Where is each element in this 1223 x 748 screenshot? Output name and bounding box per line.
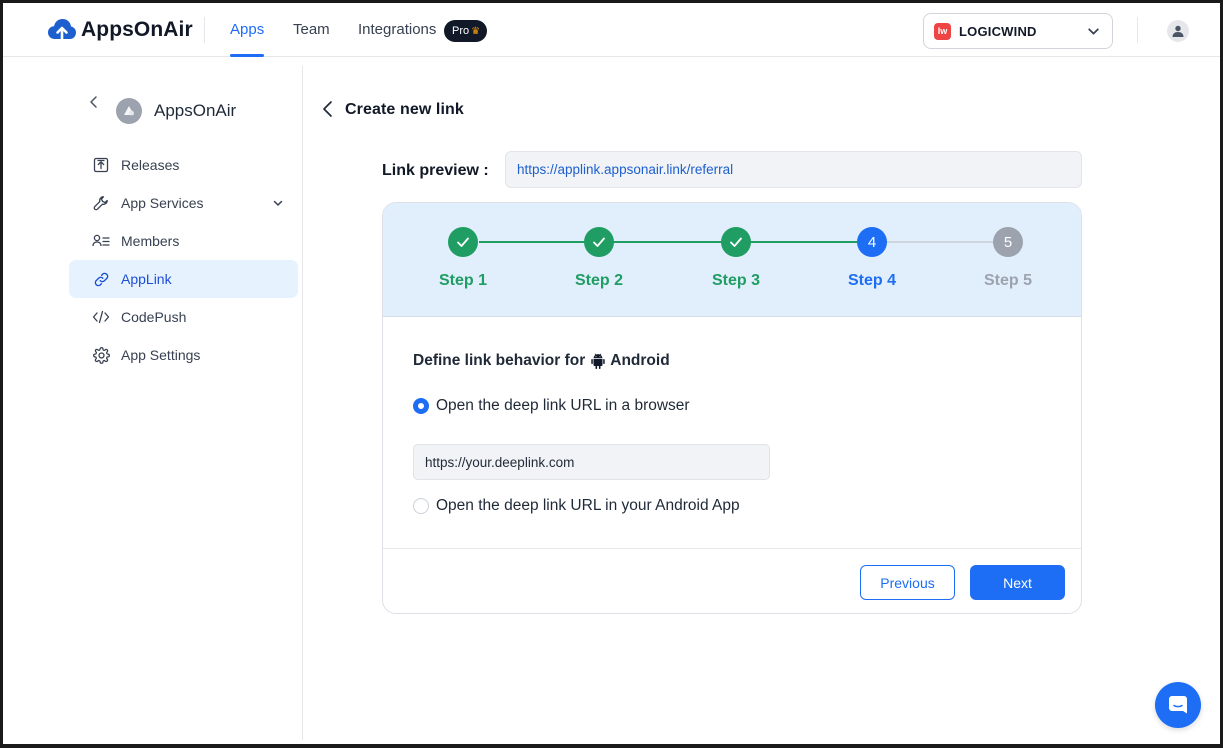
chat-support-button[interactable] bbox=[1155, 682, 1201, 728]
radio-android-app[interactable] bbox=[413, 498, 429, 514]
org-name: LOGICWIND bbox=[959, 23, 1037, 39]
divider bbox=[204, 17, 205, 43]
chevron-down-icon bbox=[273, 200, 283, 206]
check-icon bbox=[457, 237, 469, 247]
option-browser-label: Open the deep link URL in a browser bbox=[436, 397, 690, 414]
step-4-indicator: 4 bbox=[857, 227, 887, 257]
previous-button[interactable]: Previous bbox=[860, 565, 955, 600]
step-1-indicator bbox=[448, 227, 478, 257]
code-icon bbox=[92, 308, 110, 326]
step-2-indicator bbox=[584, 227, 614, 257]
sidebar-item-label: App Services bbox=[121, 195, 204, 211]
check-icon bbox=[730, 237, 742, 247]
sidebar-back-button[interactable] bbox=[88, 95, 100, 109]
app-logo-icon bbox=[124, 106, 134, 116]
option-app-label: Open the deep link URL in your Android A… bbox=[436, 497, 740, 514]
sidebar-item-label: Members bbox=[121, 233, 180, 249]
sidebar-app-name: AppsOnAir bbox=[154, 101, 237, 120]
android-icon bbox=[591, 353, 605, 369]
sidebar-item-members[interactable]: Members bbox=[69, 222, 298, 260]
sidebar-divider bbox=[302, 66, 303, 740]
step-2-label: Step 2 bbox=[574, 272, 623, 289]
org-logo: lw bbox=[934, 22, 951, 40]
sidebar-item-releases[interactable]: Releases bbox=[69, 146, 298, 184]
step-5-indicator: 5 bbox=[993, 227, 1023, 257]
next-button[interactable]: Next bbox=[970, 565, 1065, 600]
link-icon bbox=[92, 270, 110, 288]
nav-active-indicator bbox=[230, 54, 264, 57]
app-avatar bbox=[116, 98, 142, 124]
chat-icon bbox=[1169, 696, 1187, 714]
stepper-remaining-line bbox=[887, 241, 1007, 243]
nav-team[interactable]: Team bbox=[293, 21, 330, 38]
step-1-label: Step 1 bbox=[438, 272, 487, 289]
sidebar-item-label: CodePush bbox=[121, 309, 187, 325]
nav-apps[interactable]: Apps bbox=[230, 21, 265, 38]
divider bbox=[1137, 17, 1138, 43]
chevron-down-icon bbox=[1088, 28, 1099, 35]
sidebar-item-label: AppLink bbox=[121, 271, 172, 287]
wrench-icon bbox=[92, 194, 110, 212]
step-3-indicator bbox=[721, 227, 751, 257]
step-4-label: Step 4 bbox=[847, 272, 896, 289]
org-selector[interactable]: lw LOGICWIND bbox=[923, 13, 1113, 49]
platform-name: Android bbox=[610, 352, 670, 369]
chevron-left-icon bbox=[90, 96, 97, 108]
create-link-card: Step 1 Step 2 Step 3 4 Step 4 5 Step 5 D… bbox=[382, 202, 1082, 614]
upload-box-icon bbox=[92, 156, 110, 174]
pro-badge: Pro ♛ bbox=[444, 20, 488, 42]
sidebar-item-label: Releases bbox=[121, 157, 180, 173]
behavior-heading: Define link behavior for Android bbox=[413, 352, 670, 370]
members-icon bbox=[92, 232, 110, 250]
stepper-progress-line bbox=[479, 241, 887, 243]
step-3-label: Step 3 bbox=[711, 272, 760, 289]
sidebar-item-app-services[interactable]: App Services bbox=[69, 184, 298, 222]
sidebar-item-app-settings[interactable]: App Settings bbox=[69, 336, 298, 374]
radio-browser[interactable] bbox=[413, 398, 429, 414]
behavior-heading-text: Define link behavior for bbox=[413, 352, 586, 369]
sidebar-item-applink[interactable]: AppLink bbox=[69, 260, 298, 298]
chevron-left-icon bbox=[323, 101, 332, 117]
option-open-in-app[interactable]: Open the deep link URL in your Android A… bbox=[413, 497, 740, 515]
brand-logo[interactable]: AppsOnAir bbox=[47, 17, 193, 43]
page-title: Create new link bbox=[345, 101, 464, 118]
top-navbar: AppsOnAir Apps Team Integrations Pro ♛ l… bbox=[3, 3, 1220, 57]
cloud-upload-logo-icon bbox=[48, 19, 76, 43]
stepper: Step 1 Step 2 Step 3 4 Step 4 5 Step 5 bbox=[383, 203, 1081, 317]
gear-icon bbox=[92, 346, 110, 364]
option-open-in-browser[interactable]: Open the deep link URL in a browser bbox=[413, 397, 690, 415]
sidebar-item-label: App Settings bbox=[121, 347, 201, 363]
pro-badge-label: Pro bbox=[452, 25, 470, 37]
sidebar-item-codepush[interactable]: CodePush bbox=[69, 298, 298, 336]
page-back-button[interactable] bbox=[321, 99, 335, 124]
divider bbox=[383, 548, 1081, 549]
user-icon bbox=[1172, 25, 1184, 37]
crown-icon: ♛ bbox=[471, 25, 481, 37]
nav-integrations[interactable]: Integrations bbox=[358, 21, 437, 38]
user-avatar-button[interactable] bbox=[1167, 20, 1189, 42]
deeplink-url-input[interactable] bbox=[413, 444, 770, 480]
brand-name: AppsOnAir bbox=[81, 18, 193, 41]
link-preview-label: Link preview : bbox=[382, 162, 489, 179]
link-preview-field: https://applink.appsonair.link/referral bbox=[505, 151, 1082, 188]
check-icon bbox=[593, 237, 605, 247]
step-5-label: Step 5 bbox=[983, 272, 1032, 289]
